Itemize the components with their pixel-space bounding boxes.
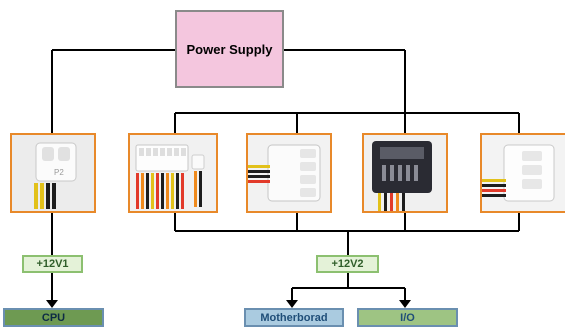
connector-photo-atx bbox=[128, 133, 218, 213]
motherboard-box: Motherborad bbox=[244, 308, 344, 327]
rail-12v2-text: +12V2 bbox=[331, 258, 364, 270]
svg-text:P2: P2 bbox=[54, 168, 64, 177]
molex-connector-icon bbox=[248, 135, 330, 211]
connector-photo-p2: P2 bbox=[10, 133, 96, 213]
rail-12v1-text: +12V1 bbox=[36, 258, 69, 270]
connector-photo-molex bbox=[246, 133, 332, 213]
motherboard-label: Motherborad bbox=[260, 311, 328, 324]
connector-photo-sata bbox=[362, 133, 448, 213]
atx-connector-icon bbox=[130, 135, 216, 211]
rail-12v2-label: +12V2 bbox=[316, 255, 379, 273]
sata-connector-icon bbox=[364, 135, 446, 211]
cpu-label: CPU bbox=[41, 311, 66, 324]
connector-photo-peripheral-2 bbox=[480, 133, 565, 213]
peripheral-connector-icon bbox=[482, 135, 565, 211]
io-label: I/O bbox=[400, 311, 415, 324]
power-supply-box: Power Supply bbox=[175, 10, 284, 88]
p2-connector-icon: P2 bbox=[12, 135, 94, 211]
io-box: I/O bbox=[357, 308, 458, 327]
power-supply-label: Power Supply bbox=[186, 41, 273, 57]
cpu-box: CPU bbox=[3, 308, 104, 327]
rail-12v1-label: +12V1 bbox=[22, 255, 83, 273]
